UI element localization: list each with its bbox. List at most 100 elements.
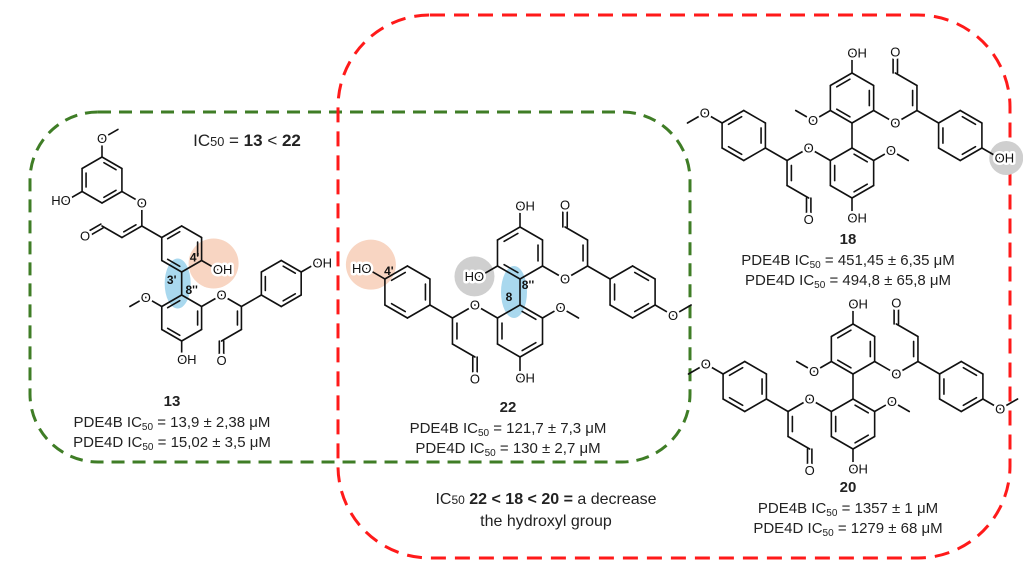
ic-label: IC xyxy=(193,131,211,150)
enzyme: PDE4B xyxy=(741,251,791,269)
atom-label: O xyxy=(891,295,901,310)
ring-a-bond xyxy=(496,226,521,241)
ring-a-double-bond xyxy=(836,329,852,339)
ic50-order: 22 < 18 < 20 = xyxy=(464,491,573,508)
ring-a-bond xyxy=(852,323,876,338)
ring-b-bond xyxy=(260,294,283,308)
ic50-row-pde4d: PDE4D IC50 = 1279 ± 68 μM xyxy=(753,519,942,540)
ring-b-double-bond xyxy=(282,293,297,302)
ic: IC xyxy=(794,251,810,269)
red-dashed-group-frame xyxy=(336,13,1012,560)
atom-label: O xyxy=(470,298,480,313)
ring-c-bond xyxy=(873,360,898,375)
conclusion-text: a decrease xyxy=(572,491,657,508)
ring-a-bond xyxy=(496,343,521,358)
para-substituent-bond xyxy=(366,267,386,280)
ring-b-double-bond xyxy=(961,145,977,156)
ring-c-double-bond xyxy=(123,224,137,233)
ring-b-double-bond xyxy=(633,271,650,282)
sub: 50 xyxy=(822,528,834,539)
ring-a-bond xyxy=(830,398,854,413)
bottom-ic50-comparison: IC50 22 < 18 < 20 = a decrease the hydro… xyxy=(435,489,656,533)
locant-4p: 4' xyxy=(190,251,200,265)
atom-label: O xyxy=(804,141,814,156)
sub: 50 xyxy=(141,421,154,433)
ring-b-bond xyxy=(160,259,183,273)
ring-c-bond xyxy=(451,304,476,319)
ring-a-bond xyxy=(829,184,853,199)
ring-c-bond xyxy=(894,109,918,124)
value: = 15,02 ± 3,5 μM xyxy=(157,434,271,451)
enzyme: PDE4D xyxy=(73,434,124,451)
ring-c-bond xyxy=(220,328,243,342)
atom-label: OH xyxy=(848,297,868,312)
ring-b-bond xyxy=(631,265,656,280)
ring-c-bond xyxy=(200,294,223,308)
ring-c-bond xyxy=(787,398,811,413)
compound-number: 22 xyxy=(499,399,517,416)
ring-b-bond xyxy=(722,360,746,375)
ic: IC xyxy=(807,520,823,537)
ring-a-bond xyxy=(496,265,521,280)
atom-label: OH xyxy=(515,199,535,214)
hydroxyl-highlight-gray xyxy=(989,141,1023,175)
ring-c-bond xyxy=(895,323,919,338)
ring-c-bond xyxy=(786,184,810,199)
ring-b-bond xyxy=(743,398,768,413)
c7-bond xyxy=(478,265,499,278)
ring-c-bond xyxy=(895,360,919,375)
ring-c-bond xyxy=(451,343,476,358)
ring-b-double-bond xyxy=(962,366,978,377)
ic: IC xyxy=(799,272,815,289)
c7-bond xyxy=(813,360,833,373)
para-substituent-bond xyxy=(704,363,724,375)
methyl-bond xyxy=(559,306,580,319)
ic50-row-pde4d: PDE4D IC50 = 130 ± 2,7 μM xyxy=(410,439,607,460)
ring-a-bond xyxy=(851,184,875,199)
ring-a-bond xyxy=(519,343,544,358)
ring-c-bond xyxy=(872,109,897,124)
ring-a-bond xyxy=(180,294,203,308)
atom-label: O xyxy=(216,353,226,368)
ring-b-bond xyxy=(406,265,431,280)
c5-hydroxyl-bond xyxy=(65,190,83,202)
ring-c-bond xyxy=(121,225,143,239)
methyl-bond xyxy=(891,400,911,413)
ring-a-bond xyxy=(101,190,123,204)
ring-b-bond xyxy=(959,147,983,162)
ring-a-bond xyxy=(829,72,853,87)
sub: 50 xyxy=(477,427,490,439)
sub: 50 xyxy=(826,507,838,519)
ring-b-bond xyxy=(280,259,302,273)
ring-b-bond xyxy=(960,398,984,413)
ring-b-bond xyxy=(937,109,962,124)
ic-sub: 50 xyxy=(210,134,225,149)
ic50-row-pde4b: PDE4B IC50 = 451,45 ± 6,35 μM xyxy=(741,251,955,272)
ring-b-bond xyxy=(938,360,963,375)
methyl-bond xyxy=(795,360,815,373)
ring-a-bond xyxy=(829,109,853,124)
ring-a-double-bond xyxy=(853,153,869,163)
ring-c-bond xyxy=(220,294,243,308)
ring-a-double-bond xyxy=(103,189,117,199)
ring-a-double-bond xyxy=(166,299,181,309)
atom-label: O xyxy=(886,143,896,158)
ring-b-bond xyxy=(742,109,767,124)
green-dashed-group-frame xyxy=(28,110,692,464)
locant-3p: 3' xyxy=(167,273,177,287)
c2-aryl-bond xyxy=(916,109,940,124)
caption-compound-22: 22 PDE4B IC50 = 121,7 ± 7,3 μM PDE4D IC5… xyxy=(410,398,607,460)
locant-8: 8 xyxy=(506,290,513,304)
methyl-bond xyxy=(890,149,910,162)
atom-label: HO xyxy=(465,269,485,284)
caption-compound-20: 20 PDE4B IC50 = 1357 ± 1 μM PDE4D IC50 =… xyxy=(753,478,942,540)
atom-label: OH xyxy=(847,46,867,61)
para-substituent-bond xyxy=(982,398,1002,410)
value: = 1279 ± 68 μM xyxy=(837,520,943,537)
ic50-row-pde4d: PDE4D IC50 = 494,8 ± 65,8 μM xyxy=(741,271,955,292)
atom-label: O xyxy=(216,288,226,303)
atom-label: O xyxy=(555,300,565,315)
